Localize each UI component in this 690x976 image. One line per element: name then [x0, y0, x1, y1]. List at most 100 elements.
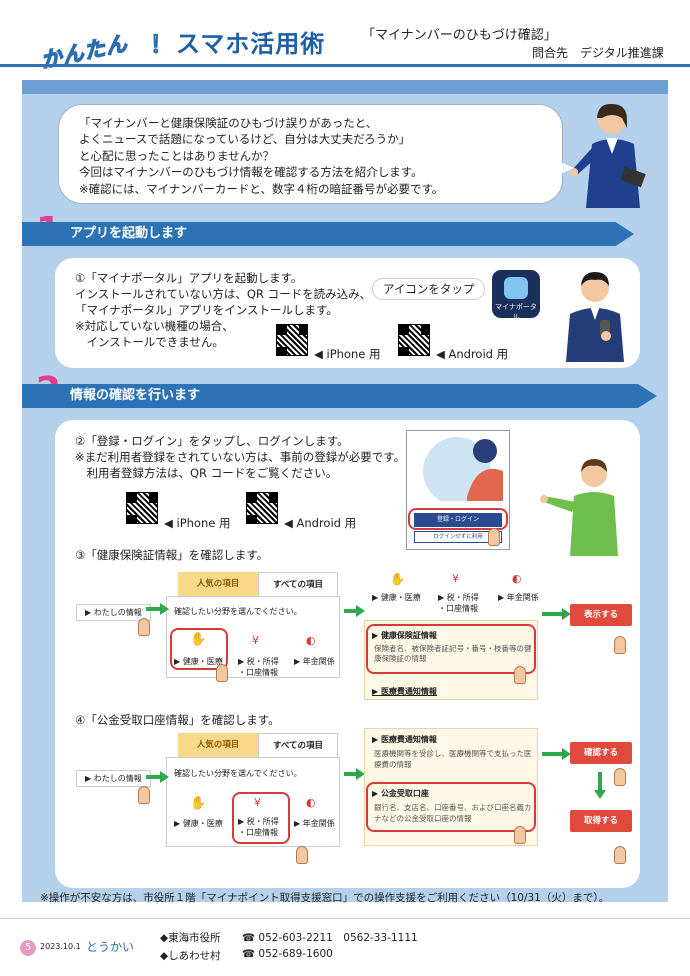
flow-arrow: [344, 609, 358, 613]
qr-code-iphone[interactable]: [276, 324, 308, 356]
intro-line: と心配に思ったことはありませんか？: [79, 148, 275, 163]
app-name: マイナポータル: [495, 303, 537, 321]
qr-code-iphone-registration[interactable]: [126, 492, 158, 524]
medical-notice-link[interactable]: ▶ 医療費通知情報: [372, 687, 437, 696]
tab-all-2[interactable]: すべての項目: [258, 733, 338, 757]
mynaportal-app-icon[interactable]: マイナポータル: [492, 270, 540, 321]
health-icon: ✋: [190, 632, 207, 647]
cat-tax-label: 税・所得: [246, 657, 279, 666]
page-subtitle: 「マイナンバーのひもづけ確認」: [362, 28, 557, 43]
cat-tax-label-2: ・口座情報: [238, 668, 278, 677]
tab-popular-2[interactable]: 人気の項目: [178, 733, 258, 757]
cat-health-label: 健康・医療: [380, 593, 421, 602]
flow-arrow: [542, 752, 564, 756]
item1-title[interactable]: ▶ 医療費通知情報: [372, 735, 437, 744]
magazine-name: とうかい: [86, 940, 135, 954]
step4-cat-pension[interactable]: ▶ 年金関係: [294, 819, 335, 828]
support-note: ※操作が不安な方は、市役所１階「マイナポイント取得支援窓口」での操作支援をご利用…: [40, 892, 610, 904]
flow-arrowhead-down: [594, 790, 606, 799]
item1-title-label: 医療費通知情報: [380, 735, 437, 744]
cat-pension[interactable]: ▶ 年金関係: [294, 657, 335, 666]
flow-arrowhead: [562, 748, 571, 760]
account-highlight: [366, 782, 536, 832]
step1-card: [55, 258, 640, 368]
qr-iphone-label-2: ◀ iPhone 用: [164, 516, 231, 530]
cat-tax[interactable]: ▶ 税・所得・口座情報: [238, 657, 279, 677]
login-highlight: [408, 508, 508, 530]
step4-cat-tax[interactable]: ▶ 税・所得・口座情報: [238, 817, 279, 837]
cat-tax-label: 税・所得: [446, 593, 479, 602]
qr-android-label-2: ◀ Android 用: [284, 516, 357, 530]
cat-tax-label-2: ・口座情報: [238, 828, 278, 837]
tap-hand-icon: [614, 636, 626, 654]
tap-hand-icon: [488, 528, 500, 546]
step1-line: インストールできません。: [75, 335, 224, 349]
pension-icon: ◐: [306, 796, 316, 809]
phone-nologin-button[interactable]: ログインせずに利用: [414, 531, 502, 543]
qr-code-android-registration[interactable]: [246, 492, 278, 524]
result-desc: 保険者名、被保険者証記号・番号・枝番等の健康保険証の情報: [374, 644, 532, 663]
phone-login-button[interactable]: 登録・ログイン: [414, 513, 502, 527]
my-info-label: わたしの情報: [93, 774, 142, 783]
confirm-button[interactable]: 確認する: [570, 742, 632, 764]
header-divider: [0, 64, 690, 67]
tab-popular[interactable]: 人気の項目: [178, 572, 258, 596]
step4-cat-health[interactable]: ▶ 健康・医療: [174, 819, 223, 828]
phone-screen-art: [423, 437, 503, 505]
step2-line: ※まだ利用者登録をされていない方は、事前の登録が必要です。: [75, 450, 406, 464]
get-button[interactable]: 取得する: [570, 810, 632, 832]
flow-arrowhead: [562, 608, 571, 620]
health-category-highlight: [170, 628, 228, 670]
phone-screen-mock: 登録・ログイン ログインせずに利用: [406, 430, 510, 550]
yen-icon: ¥: [252, 634, 259, 647]
flow-arrowhead: [160, 771, 169, 783]
tap-hand-icon: [138, 786, 150, 804]
item2-title[interactable]: ▶ 公金受取口座: [372, 789, 429, 798]
tap-hand-icon: [216, 664, 228, 682]
step3-my-info[interactable]: ▶ わたしの情報: [76, 604, 151, 621]
flow-arrowhead: [356, 768, 365, 780]
flow-arrowhead: [160, 603, 169, 615]
qr-code-android[interactable]: [398, 324, 430, 356]
step2-banner: 情報の確認を行います: [22, 384, 657, 408]
footer-divider: [0, 918, 690, 919]
qr-iphone-label: ◀ iPhone 用: [314, 347, 381, 361]
qr-android-label: ◀ Android 用: [436, 347, 509, 361]
flow-arrowhead: [356, 605, 365, 617]
tel1: ☎ 052-603-2211 0562-33-1111: [242, 932, 418, 944]
page-title: スマホ活用術: [176, 30, 326, 58]
step3-title: ③「健康保険証情報」を確認します。: [75, 548, 269, 562]
step3-result-panel: [364, 620, 538, 700]
step1-line: ①「マイナポータル」アプリを起動します。: [75, 271, 303, 285]
intro-line: ※確認には、マイナンバーカードと、数字４桁の暗証番号が必要です。: [79, 181, 444, 196]
pension-icon: ◐: [512, 572, 522, 585]
issue-date: 2023.10.1: [40, 942, 81, 951]
cat-tax-2: ▶ 税・所得・口座情報: [438, 593, 479, 613]
tap-icon-callout: アイコンをタップ: [372, 278, 486, 300]
cat-health-label: 健康・医療: [182, 819, 223, 828]
page-number: 5: [20, 940, 36, 956]
step1-banner: アプリを起動します: [22, 222, 634, 246]
my-info-label: わたしの情報: [93, 608, 142, 617]
tab-all[interactable]: すべての項目: [258, 572, 338, 596]
cat-health[interactable]: ▶ 健康・医療: [174, 657, 223, 666]
item2-title-label: 公金受取口座: [380, 789, 429, 798]
man-pointing-illustration: [540, 459, 618, 556]
intro-line: 今回はマイナンバーのひもづけ情報を確認する方法を紹介します。: [79, 165, 423, 180]
medical-notice-label: 医療費通知情報: [380, 687, 437, 696]
intro-line: 「マイナンバーと健康保険証のひもづけ誤りがあったと、: [79, 116, 378, 130]
step4-result-panel: [364, 728, 538, 846]
yen-icon: ¥: [254, 796, 261, 809]
tap-hand-icon: [514, 666, 526, 684]
show-button[interactable]: 表示する: [570, 604, 632, 626]
header-exclamation: ！: [149, 31, 173, 58]
step4-my-info[interactable]: ▶ わたしの情報: [76, 770, 151, 787]
result-title[interactable]: ▶ 健康保険証情報: [372, 631, 437, 640]
cat-health-label: 健康・医療: [182, 657, 223, 666]
step4-title: ④「公金受取口座情報」を確認します。: [75, 713, 280, 727]
cat-pension-label: 年金関係: [302, 819, 335, 828]
cat-pension-label: 年金関係: [506, 593, 539, 602]
flow-arrow: [542, 612, 564, 616]
step1-line: 「マイナポータル」アプリをインストールします。: [75, 303, 338, 317]
tap-hand-icon: [138, 618, 150, 636]
